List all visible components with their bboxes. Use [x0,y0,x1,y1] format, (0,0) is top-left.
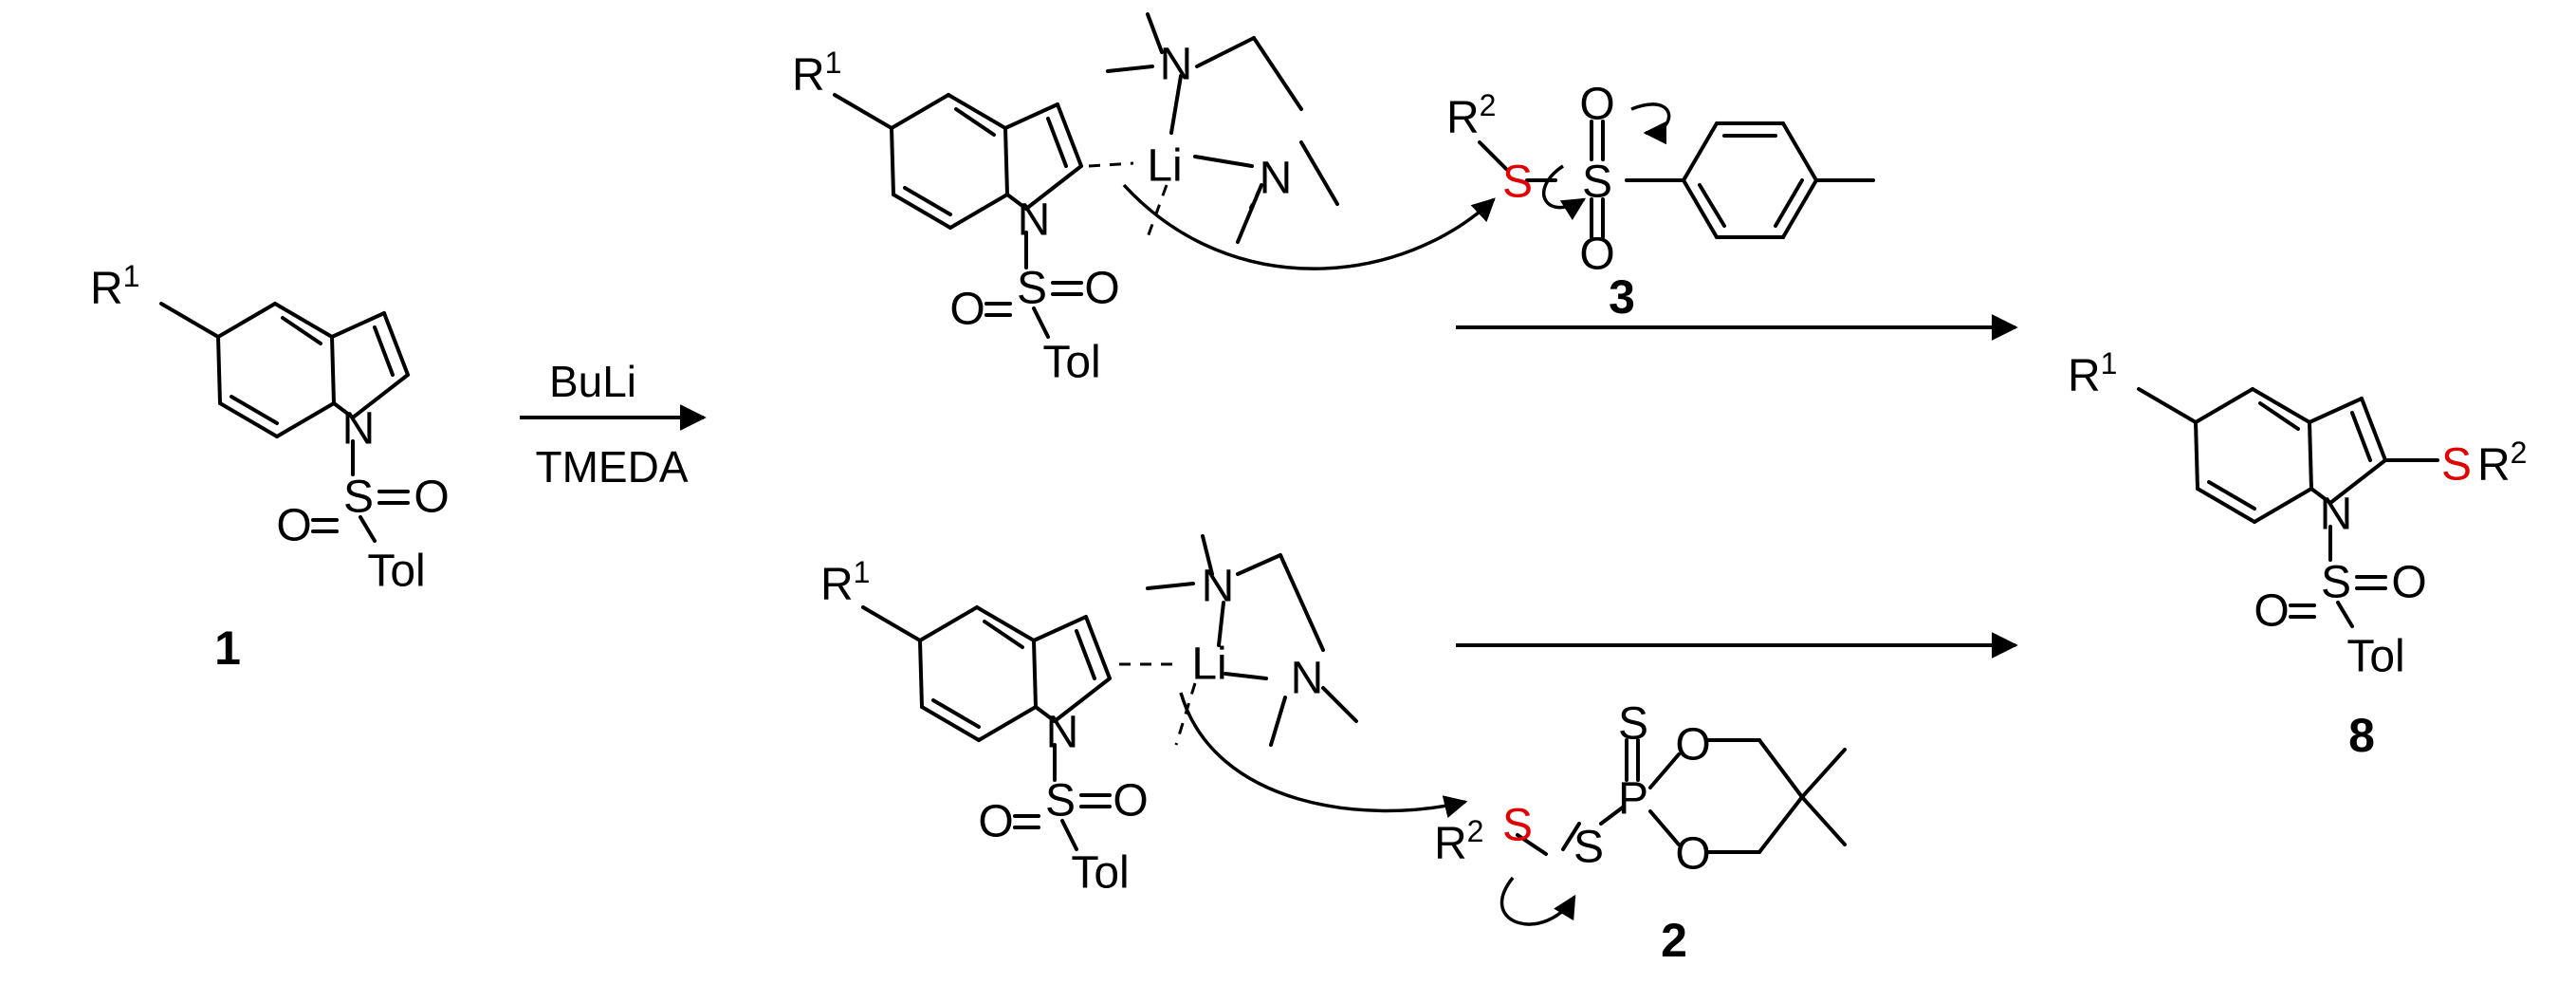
bottom-intermediate-n-atom-tmeda-2: N [1291,654,1324,704]
reagent-3-o-atom-bottom: O [1579,230,1614,280]
bottom-intermediate-r-label: R1 [820,555,870,610]
compound-1-n-atom: N [342,404,376,455]
bottom-intermediate-n-atom-tmeda-1: N [1202,562,1235,612]
compound-1-structure [159,302,410,543]
reagent-2-thiono-s-atom: S [1618,699,1648,750]
reagent-2-s-atom-bridge: S [1573,823,1604,873]
bottom-electron-transfer-arrow [1179,692,1468,819]
compound-1-o-atom-left: O [276,501,311,551]
compound-3-number: 3 [1609,270,1635,324]
reagent-3-o-atom-top: O [1579,80,1614,130]
product-8-sulfur-highlighted: S [2441,440,2472,491]
bottom-lithiated-intermediate [861,534,1358,851]
reagent-3-sulfonyl-s-atom: S [1582,158,1612,208]
top-intermediate-tol-label: Tol [1042,338,1100,388]
bottom-intermediate-li-atom: Li [1191,640,1226,690]
bottom-intermediate-tol-label: Tol [1071,848,1129,899]
reagent-3-r-label: R2 [1446,88,1496,143]
reagent-3-sulfur-highlighted: S [1502,158,1533,208]
top-intermediate-s-atom: S [1017,264,1047,314]
reagent-2-r-label: R2 [1434,814,1483,869]
product-8-s-atom: S [2321,558,2351,608]
reagent-2-o-atom-bottom: O [1675,829,1710,880]
product-8-o-atom-left: O [2254,586,2289,637]
top-electron-transfer-arrow [1122,183,1496,270]
top-intermediate-n-atom-tmeda-1: N [1160,40,1193,90]
compound-1-o-atom-right: O [414,473,449,523]
top-curved-arrow-sulfonyl [1630,102,1671,145]
product-8-n-atom: N [2320,490,2353,540]
compound-8-number: 8 [2348,709,2375,762]
product-8-r2-label: R2 [2477,436,2527,491]
reagent-label: BuLi [549,357,636,406]
bottom-intermediate-o-atom-left: O [978,797,1013,847]
compound-2-number: 2 [1661,914,1687,967]
top-lithiated-intermediate [833,12,1339,339]
reagent-2-p-atom: P [1618,774,1648,825]
top-intermediate-o-atom-right: O [1084,264,1119,314]
compound-1-tol-label: Tol [367,547,425,597]
bottom-intermediate-o-atom-right: O [1113,776,1148,826]
ligand-label: TMEDA [536,442,689,492]
product-8-o-atom-right: O [2391,558,2426,608]
top-curved-arrow-ss-bond [1542,164,1587,221]
reagent-2-o-atom-top: O [1675,720,1710,770]
top-intermediate-o-atom-left: O [949,285,984,335]
top-intermediate-li-atom: Li [1147,141,1182,192]
top-intermediate-n-atom: N [1018,195,1051,246]
product-8-tol-label: Tol [2346,632,2404,682]
reagent-2-structure [1516,738,1847,856]
top-intermediate-r-label: R1 [792,46,841,101]
compound-1-r-label: R1 [90,259,139,314]
product-8-r1-label: R1 [2068,346,2117,401]
reagent-3-structure [1478,120,1875,239]
top-intermediate-n-atom-tmeda-2: N [1260,154,1293,204]
bottom-intermediate-n-atom: N [1046,708,1079,758]
compound-1-number: 1 [214,622,241,675]
bottom-curved-arrow-ss-bond [1500,876,1576,926]
reagent-2-sulfur-highlighted: S [1502,801,1533,851]
compound-1-s-atom: S [343,473,374,523]
bottom-intermediate-s-atom: S [1045,776,1076,826]
product-8-structure [2137,387,2439,628]
